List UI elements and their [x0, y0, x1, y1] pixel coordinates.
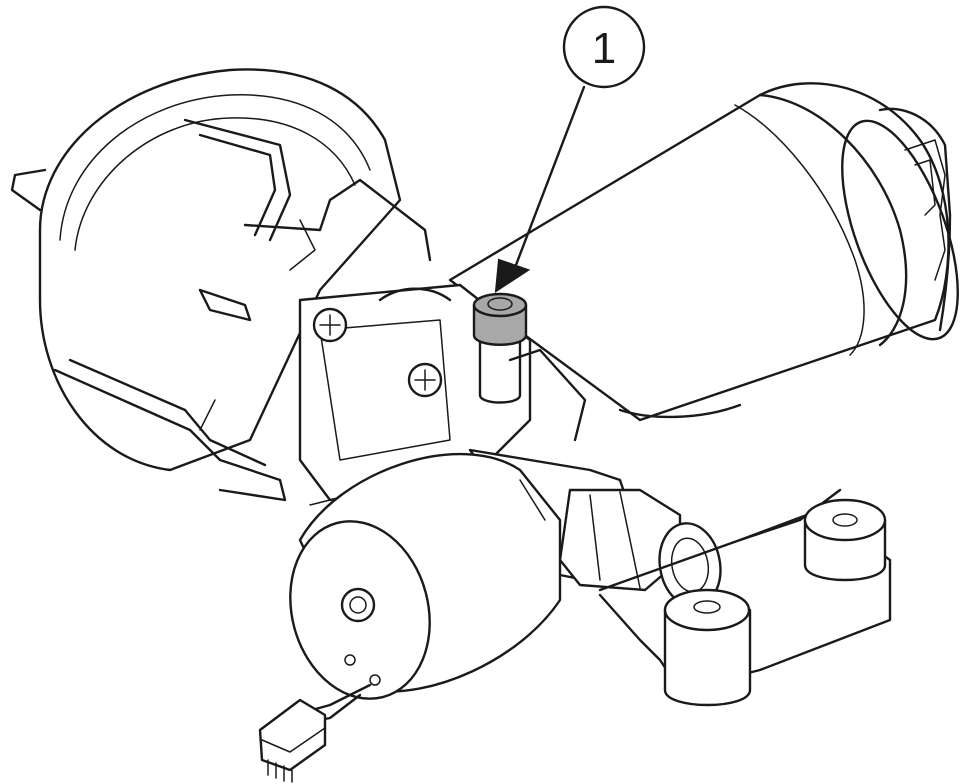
- hex-socket-screw: [472, 292, 528, 404]
- callout-leader: [494, 85, 586, 293]
- callout-number: 1: [592, 24, 616, 73]
- callout-arrowhead: [494, 258, 531, 293]
- rubber-foot-right: [803, 498, 887, 582]
- pump-head: [10, 68, 432, 502]
- valve-housing: [298, 283, 587, 502]
- rubber-foot-front: [663, 588, 752, 707]
- motor-end-cap: [878, 107, 952, 332]
- connector-plug: [258, 683, 372, 783]
- callout-1: 1: [562, 5, 646, 89]
- pressure-switch: [289, 452, 562, 700]
- motor-housing: [448, 82, 959, 422]
- callout-circle: [562, 5, 646, 89]
